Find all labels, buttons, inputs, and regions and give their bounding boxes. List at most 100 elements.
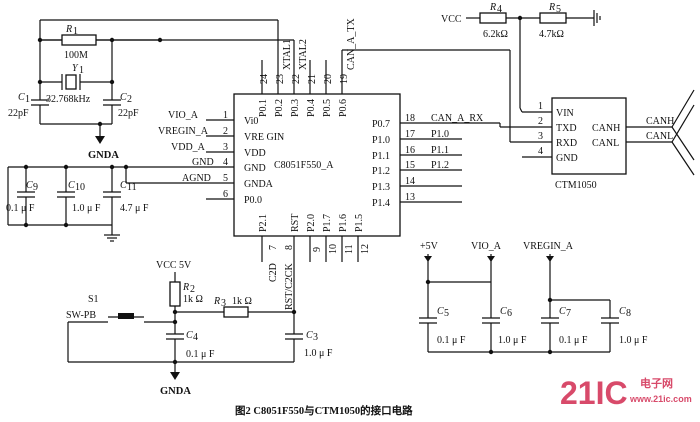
ctm-pin-num: 3 — [538, 131, 543, 142]
r1-sub: 1 — [73, 26, 78, 37]
mcu-pin-num: 6 — [223, 189, 228, 200]
r5-ref: R — [548, 2, 555, 13]
mcu-pin-label: P0.0 — [244, 195, 262, 206]
r5-value: 4.7kΩ — [539, 29, 564, 40]
c4-ref: C — [186, 330, 193, 341]
ctm-pin-num: 4 — [538, 146, 543, 157]
rail-arrow-icon — [424, 256, 432, 262]
net-label-c2d: C2D — [268, 263, 279, 282]
ctm-pin-label: TXD — [556, 123, 577, 134]
mcu-pin-num: 11 — [344, 244, 355, 254]
y1-value: 32.768kHz — [46, 94, 91, 105]
r2-value: 1k Ω — [183, 294, 203, 305]
crystal-network: R 1 100M Y 1 32.768kHz GNDA C 1 22pF C — [8, 19, 295, 161]
r2-ref: R — [182, 282, 189, 293]
r4-ref: R — [489, 2, 496, 13]
mcu-pin-label: P0.3 — [290, 99, 301, 117]
c10-value: 1.0 μ F — [72, 203, 101, 214]
switch-ref: S1 — [88, 294, 99, 305]
figure-caption: 图2 C8051F550与CTM1050的接口电路 — [235, 404, 413, 417]
resistor-r4 — [479, 12, 507, 24]
mcu-pin-num: 8 — [284, 245, 295, 250]
c6-sub: 6 — [507, 308, 512, 319]
mcu-pin-num: 5 — [223, 173, 228, 184]
c7-value: 0.1 μ F — [559, 335, 588, 346]
mcu-pin-label: P1.4 — [372, 198, 390, 209]
net-label-vio-a: VIO_A — [168, 110, 199, 121]
c4-value: 0.1 μ F — [186, 349, 215, 360]
net-label-rst-c2ck: RST/C2CK — [284, 263, 295, 310]
ground-arrow-icon — [95, 136, 105, 144]
c2-sub: 2 — [127, 94, 132, 105]
mcu-pin-label: GND — [244, 163, 266, 174]
mcu-pin-label: P0.2 — [274, 99, 285, 117]
mcu-pin-label: VDD — [244, 148, 266, 159]
c5-sub: 5 — [444, 308, 449, 319]
y1-sub: 1 — [79, 65, 84, 76]
mcu-pin-num: 2 — [223, 126, 228, 137]
net-label-p1-2: P1.2 — [431, 160, 449, 171]
ctm1050-name: CTM1050 — [555, 180, 597, 191]
rail-vregin-a-label: VREGIN_A — [523, 241, 574, 252]
c3-value: 1.0 μ F — [304, 348, 333, 359]
net-label-can-a-rx: CAN_A_RX — [431, 113, 484, 124]
mcu-pin-num: 10 — [328, 244, 339, 254]
mcu-pin-label: P1.0 — [372, 135, 390, 146]
supply-decoupling: +5V VIO_A VREGIN_A C 5 0.1 μ F — [419, 241, 648, 355]
mcu-top-pins: 24 23 22 21 20 19 XTAL1 XTAL2 CAN_A_TX P… — [258, 18, 357, 117]
c8-value: 1.0 μ F — [619, 335, 648, 346]
rail-5v-label: +5V — [420, 241, 439, 252]
mcu-pin-label: RST — [290, 214, 301, 232]
c9-sub: 9 — [33, 182, 38, 193]
ctm-pin-num: 1 — [538, 101, 543, 112]
r3-ref: R — [213, 296, 220, 307]
c1-ref: C — [18, 92, 25, 103]
mcu-pin-label: P1.1 — [372, 151, 390, 162]
left-decoupling-caps: C 9 0.1 μ F C 10 1.0 μ F C 11 4.7 μ F — [6, 164, 206, 242]
mcu-pin-label: P0.4 — [306, 99, 317, 117]
mcu-pin-label: P1.2 — [372, 166, 390, 177]
rail-vio-a-label: VIO_A — [471, 241, 502, 252]
mcu-body — [233, 93, 401, 237]
c6-value: 1.0 μ F — [498, 335, 527, 346]
r2-sub: 2 — [190, 284, 195, 295]
mcu-pin-label: Vi0 — [244, 116, 258, 127]
net-label-can-a-tx: CAN_A_TX — [346, 18, 357, 70]
mcu-pin-label: P0.5 — [322, 99, 333, 117]
mcu-pin-label: P0.7 — [372, 119, 390, 130]
r4-value: 6.2kΩ — [483, 29, 508, 40]
net-label-agnd: AGND — [182, 173, 211, 184]
mcu-pin-num: 22 — [291, 74, 302, 84]
c10-sub: 10 — [75, 182, 85, 193]
c1-value: 22pF — [8, 108, 29, 119]
y1-ref: Y — [72, 63, 79, 74]
c9-value: 0.1 μ F — [6, 203, 35, 214]
ctm-pin-label: VIN — [556, 108, 574, 119]
mcu-pin-num: 9 — [312, 247, 323, 252]
ctm-pin-label: CANL — [592, 138, 619, 149]
vcc-label: VCC — [441, 14, 462, 25]
c3-ref: C — [306, 330, 313, 341]
mcu-pin-label: P2.1 — [258, 214, 269, 232]
mcu-pin-num: 18 — [405, 113, 415, 124]
c7-ref: C — [559, 306, 566, 317]
mcu-pin-num: 13 — [405, 192, 415, 203]
resistor-r2 — [169, 281, 181, 307]
net-label-xtal1: XTAL1 — [282, 39, 293, 70]
mcu-pin-num: 15 — [405, 160, 415, 171]
crystal-ground-label: GNDA — [88, 150, 119, 161]
resistor-r3 — [223, 306, 249, 318]
mcu-pin-label: P0.1 — [258, 99, 269, 117]
c11-value: 4.7 μ F — [120, 203, 149, 214]
c3-sub: 3 — [313, 332, 318, 343]
net-label-gnd: GND — [192, 157, 214, 168]
rail-arrow-icon — [487, 256, 495, 262]
mcu-pin-num: 12 — [360, 244, 371, 254]
r1-value: 100M — [64, 50, 88, 61]
crystal-y1 — [65, 74, 77, 90]
c5-value: 0.1 μ F — [437, 335, 466, 346]
mcu-pin-num: 17 — [405, 129, 415, 140]
c2-value: 22pF — [118, 108, 139, 119]
